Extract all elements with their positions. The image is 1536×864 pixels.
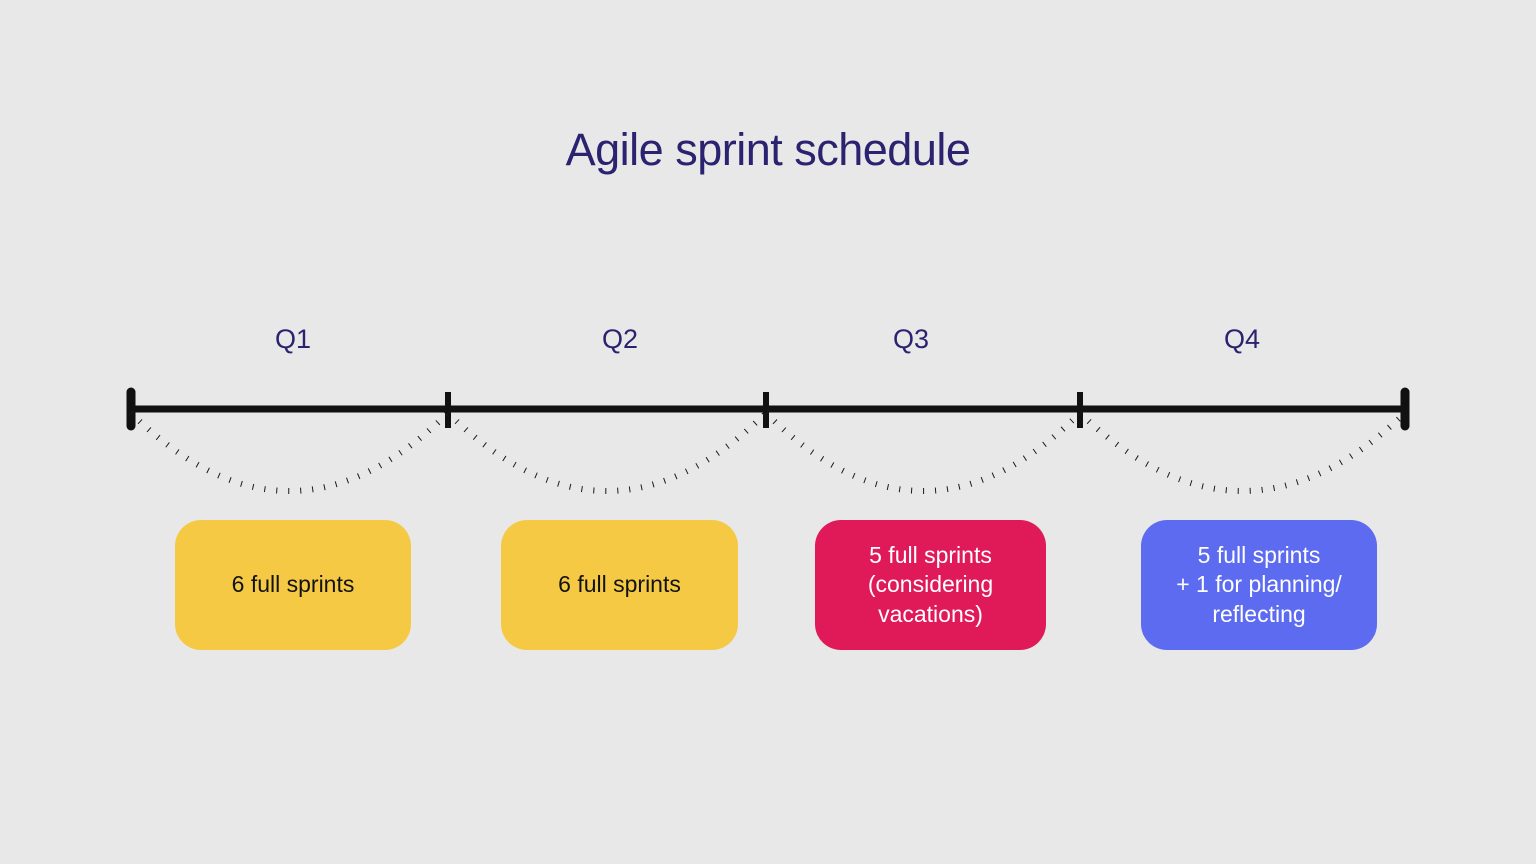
quarter-label-q4: Q4: [1223, 324, 1261, 354]
quarter-card-q3[interactable]: 5 full sprints (considering vacations): [815, 520, 1046, 650]
quarter-card-q1[interactable]: 6 full sprints: [175, 520, 411, 650]
quarter-label-q1: Q1: [274, 324, 312, 354]
page-title: Agile sprint schedule: [565, 124, 971, 175]
quarter-label-q2: Q2: [601, 324, 639, 354]
timeline-arc-4: [1077, 410, 1408, 494]
timeline-arc-1: [128, 410, 451, 494]
timeline-arc-2: [445, 410, 769, 494]
quarter-card-q4[interactable]: 5 full sprints + 1 for planning/ reflect…: [1141, 520, 1377, 650]
timeline-arc-3: [763, 410, 1083, 494]
quarter-card-q2[interactable]: 6 full sprints: [501, 520, 738, 650]
quarter-label-q3: Q3: [892, 324, 930, 354]
